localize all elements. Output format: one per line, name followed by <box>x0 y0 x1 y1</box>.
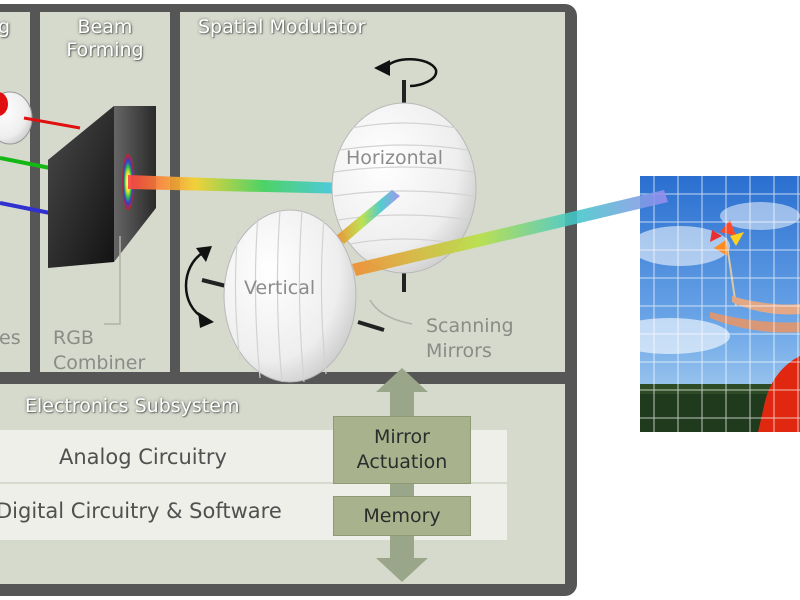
laser-panel-title: g <box>0 16 11 38</box>
memory-label: Memory <box>363 504 441 527</box>
projected-image <box>640 176 800 432</box>
beam-forming-title: Beam Forming <box>66 16 144 61</box>
laser-sources-label: es <box>0 327 21 349</box>
spatial-modulator-title: Spatial Modulator <box>198 16 366 38</box>
beam-forming-panel: Beam Forming RGB Combiner <box>40 12 170 372</box>
analog-circuitry-label: Analog Circuitry <box>59 445 227 469</box>
electronics-title: Electronics Subsystem <box>25 395 240 417</box>
scanning-mirrors-label: Scanning Mirrors <box>426 315 514 362</box>
mirror-actuation-label: Mirror Actuation <box>356 426 448 473</box>
projected-photo <box>640 176 800 432</box>
rgb-combiner-label: RGB Combiner <box>53 327 146 372</box>
digital-circuitry-label: Digital Circuitry & Software <box>0 499 282 523</box>
vertical-mirror-label: Vertical <box>244 277 316 299</box>
horizontal-mirror-label: Horizontal <box>346 147 444 169</box>
mirror-actuation-box: Mirror Actuation <box>333 416 471 484</box>
memory-box: Memory <box>333 496 471 536</box>
electronics-panel: Electronics Subsystem Analog Circuitry D… <box>0 384 565 584</box>
laser-sources-panel: g es <box>0 12 30 372</box>
